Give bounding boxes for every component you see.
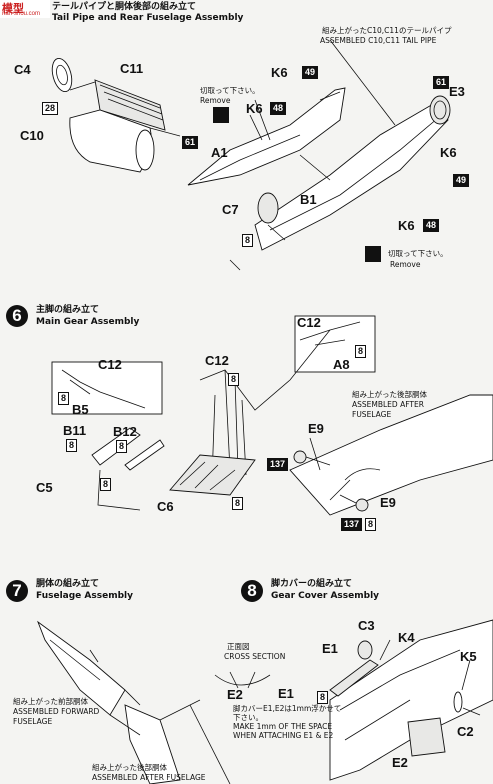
num-8a: 8	[355, 345, 367, 358]
label-c12-c: C12	[297, 315, 321, 330]
num-8-step8: 8	[317, 691, 329, 704]
label-e9-a: E9	[308, 421, 324, 436]
label-k6-a: K6	[271, 65, 288, 80]
label-k6-b: K6	[246, 101, 263, 116]
num-48a: 48	[270, 102, 287, 115]
label-c7: C7	[222, 202, 239, 217]
label-k5: K5	[460, 649, 477, 664]
num-61a: 61	[182, 136, 199, 149]
label-e1-b: E1	[322, 641, 338, 656]
remove-icon	[213, 107, 229, 123]
step6-number: 6	[6, 305, 28, 327]
remove-jp-2: 切取って下さい。	[388, 249, 448, 258]
num-8-step5: 8	[242, 234, 254, 247]
label-b12: B12	[113, 424, 137, 439]
num-8d: 8	[66, 439, 78, 452]
num-8f: 8	[100, 478, 112, 491]
step7-fwd-jp: 組み上がった前部胴体	[13, 697, 88, 706]
label-e2-a: E2	[227, 687, 243, 702]
label-c2: C2	[457, 724, 474, 739]
label-c5: C5	[36, 480, 53, 495]
label-k6-d: K6	[398, 218, 415, 233]
step7-title-en: Fuselage Assembly	[36, 591, 133, 601]
step6-assembled-en2: FUSELAGE	[352, 410, 392, 419]
num-137a: 137	[267, 458, 289, 471]
num-8h: 8	[365, 518, 377, 531]
label-e9-b: E9	[380, 495, 396, 510]
label-c12-b: C12	[205, 353, 229, 368]
step5-title-jp: テールパイプと胴体後部の組み立て	[52, 2, 197, 12]
step8-title-jp: 脚カバーの組み立て	[271, 579, 353, 589]
num-8g: 8	[232, 497, 244, 510]
watermark-line2: nan-shou.com	[2, 11, 41, 17]
label-b1: B1	[300, 192, 317, 207]
num-48b: 48	[423, 219, 440, 232]
num-8e: 8	[116, 440, 128, 453]
label-e1-a: E1	[278, 686, 294, 701]
num-49b: 49	[453, 174, 470, 187]
label-c12-a: C12	[98, 357, 122, 372]
step6-assembled-jp: 組み上がった後部胴体	[352, 390, 427, 399]
remove-en-1: Remove	[200, 96, 231, 105]
remove-jp-1: 切取って下さい。	[200, 86, 260, 95]
step8-note-en2: WHEN ATTACHING E1 & E2	[233, 731, 334, 740]
step8-number: 8	[241, 580, 263, 602]
label-c10: C10	[20, 128, 44, 143]
label-b5: B5	[72, 402, 89, 417]
label-a1: A1	[211, 145, 228, 160]
step8-cross-en: CROSS SECTION	[224, 652, 286, 661]
step8-note-en1: MAKE 1mm OF THE SPACE	[233, 722, 333, 731]
step6-assembled-en1: ASSEMBLED AFTER	[352, 400, 424, 409]
step8-note-jp: 脚カバーE1,E2は1mm浮かせて	[233, 704, 342, 713]
step7-aft-en: ASSEMBLED AFTER FUSELAGE	[92, 773, 206, 782]
step6-title-jp: 主脚の組み立て	[36, 305, 100, 315]
label-e3: E3	[449, 84, 465, 99]
step7-number: 7	[6, 580, 28, 602]
label-a8: A8	[333, 357, 350, 372]
num-8c: 8	[58, 392, 70, 405]
step8-note-jp2: 下さい。	[233, 713, 263, 722]
num-28: 28	[42, 102, 59, 115]
step5-assembled-jp: 組み上がったC10,C11のテールパイプ	[322, 26, 452, 35]
watermark-logo: 模型 nan-shou.com	[0, 0, 50, 18]
label-c11: C11	[120, 61, 144, 76]
step7-fwd-en1: ASSEMBLED FORWARD	[13, 707, 100, 716]
step5-assembled-en: ASSEMBLED C10,C11 TAIL PIPE	[320, 36, 437, 45]
label-c4: C4	[14, 62, 31, 77]
num-137b: 137	[341, 518, 363, 531]
label-c6: C6	[157, 499, 174, 514]
step7-fwd-en2: FUSELAGE	[13, 717, 53, 726]
step7-aft-jp: 組み上がった後部胴体	[92, 763, 167, 772]
remove-en-2: Remove	[390, 260, 421, 269]
step8-cross-jp: 正面図	[227, 642, 250, 651]
step6-title-en: Main Gear Assembly	[36, 317, 140, 327]
label-b11: B11	[63, 423, 87, 438]
num-8b: 8	[228, 373, 240, 386]
num-49a: 49	[302, 66, 319, 79]
label-k6-c: K6	[440, 145, 457, 160]
label-c3: C3	[358, 618, 375, 633]
step7-title-jp: 胴体の組み立て	[36, 579, 100, 589]
num-61b: 61	[433, 76, 450, 89]
remove-icon-2	[365, 246, 381, 262]
label-k4: K4	[398, 630, 415, 645]
step5-title-en: Tail Pipe and Rear Fuselage Assembly	[52, 13, 244, 23]
label-e2-b: E2	[392, 755, 408, 770]
step8-title-en: Gear Cover Assembly	[271, 591, 380, 601]
watermark-line1: 模型	[2, 3, 24, 15]
